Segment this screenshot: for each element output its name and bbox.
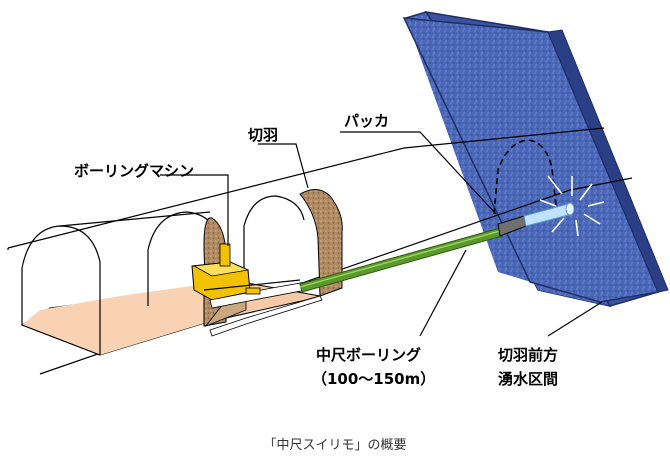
boring-machine (191, 243, 307, 309)
label-water-line1: 切羽前方 (498, 346, 558, 364)
label-boring-name: 中尺ボーリング (316, 346, 421, 364)
boring-rod (299, 227, 503, 293)
label-face: 切羽 (248, 126, 278, 144)
label-boring-machine: ボーリングマシン (74, 162, 194, 180)
water-spray-icon (539, 175, 605, 237)
water-borehole (523, 202, 575, 227)
rock-wall (402, 10, 669, 308)
label-water-line2: 湧水区間 (498, 370, 558, 388)
projected-tunnel-profile (493, 139, 557, 215)
label-packer: パッカ (344, 112, 389, 130)
tunnel-arches (21, 195, 305, 356)
leader-lines (160, 131, 603, 337)
figure-caption: 「中尺スイリモ」の概要 (263, 438, 407, 453)
label-boring-range: （100〜150m） (312, 370, 435, 388)
